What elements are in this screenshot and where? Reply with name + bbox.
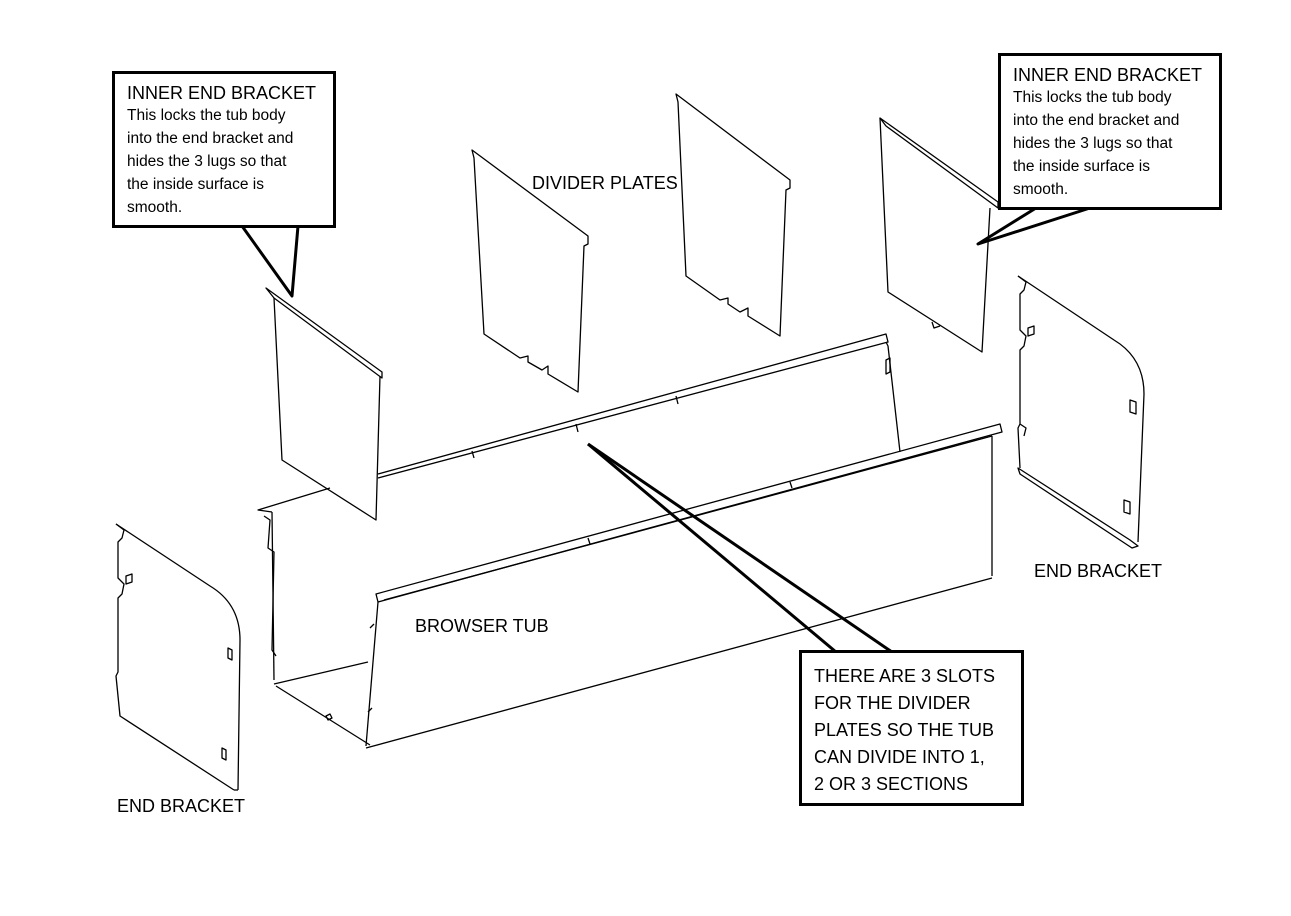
- callout-title: INNER END BRACKET: [1013, 65, 1203, 85]
- right-callout-pointer: [976, 206, 1091, 246]
- callout-body: This locks the tub body into the end bra…: [1013, 89, 1180, 198]
- browser-tub-label: BROWSER TUB: [415, 616, 549, 636]
- left-callout-pointer: [240, 225, 300, 298]
- divider-plates-label: DIVIDER PLATES: [532, 173, 678, 193]
- callout-body: This locks the tub body into the end bra…: [127, 107, 294, 216]
- divider-plate-1: [471, 149, 589, 393]
- browser-tub: [257, 333, 1003, 749]
- inner-end-bracket-left-callout: INNER END BRACKET This locks the tub bod…: [112, 71, 336, 228]
- divider-slots-text: THERE ARE 3 SLOTS FOR THE DIVIDER PLATES…: [814, 666, 996, 794]
- divider-plate-2: [675, 93, 791, 337]
- end-bracket-left-label: END BRACKET: [117, 796, 246, 816]
- end-bracket-right: [1017, 275, 1145, 549]
- inner-end-bracket-left: [265, 287, 383, 521]
- divider-slots-callout: THERE ARE 3 SLOTS FOR THE DIVIDER PLATES…: [799, 650, 1024, 806]
- end-bracket-left: [115, 523, 241, 791]
- callout-pointers: [240, 206, 1091, 654]
- slots-callout-pointer-2: [587, 442, 893, 654]
- slots-callout-pointer-1: [587, 442, 837, 654]
- inner-end-bracket-right: [879, 117, 999, 353]
- inner-end-bracket-right-callout: INNER END BRACKET This locks the tub bod…: [998, 53, 1222, 210]
- end-bracket-right-label: END BRACKET: [1034, 561, 1163, 581]
- callout-title: INNER END BRACKET: [127, 83, 317, 103]
